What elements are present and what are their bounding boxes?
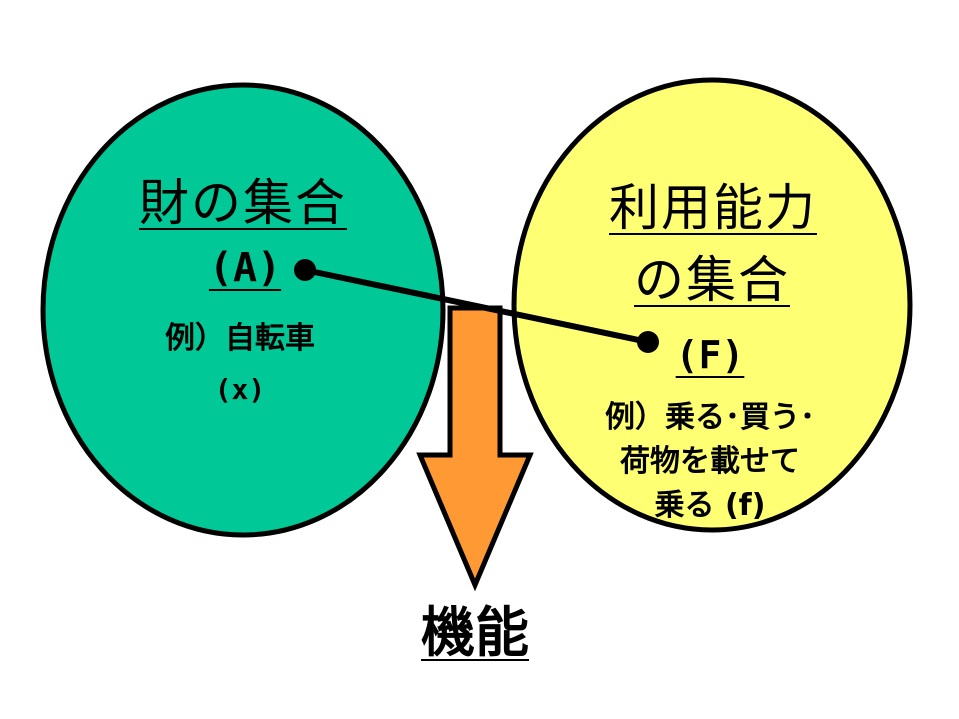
right-set-title-line2: の集合 [634, 251, 790, 309]
connector-line [304, 267, 649, 345]
left-set-code: (A) [208, 245, 282, 291]
right-set-code: (F) [675, 333, 745, 377]
right-set-example-line2: 荷物を載せて [620, 444, 800, 479]
left-set-variable: (x) [214, 373, 266, 406]
left-set-ellipse [40, 82, 446, 538]
right-set-example-line1: 例）乗る･買う･ [605, 400, 815, 435]
right-set-example-line3: 乗る (f) [654, 488, 766, 523]
connector-dot-a [294, 259, 316, 281]
right-set-title-line1: 利用能力 [609, 179, 817, 237]
right-set-ellipse [511, 77, 913, 533]
left-set-example: 例）自転車 [165, 321, 315, 356]
function-label: 機能 [421, 601, 529, 664]
down-arrow [416, 305, 534, 592]
left-set-title: 財の集合 [139, 174, 347, 232]
connector-dot-f [637, 331, 659, 353]
